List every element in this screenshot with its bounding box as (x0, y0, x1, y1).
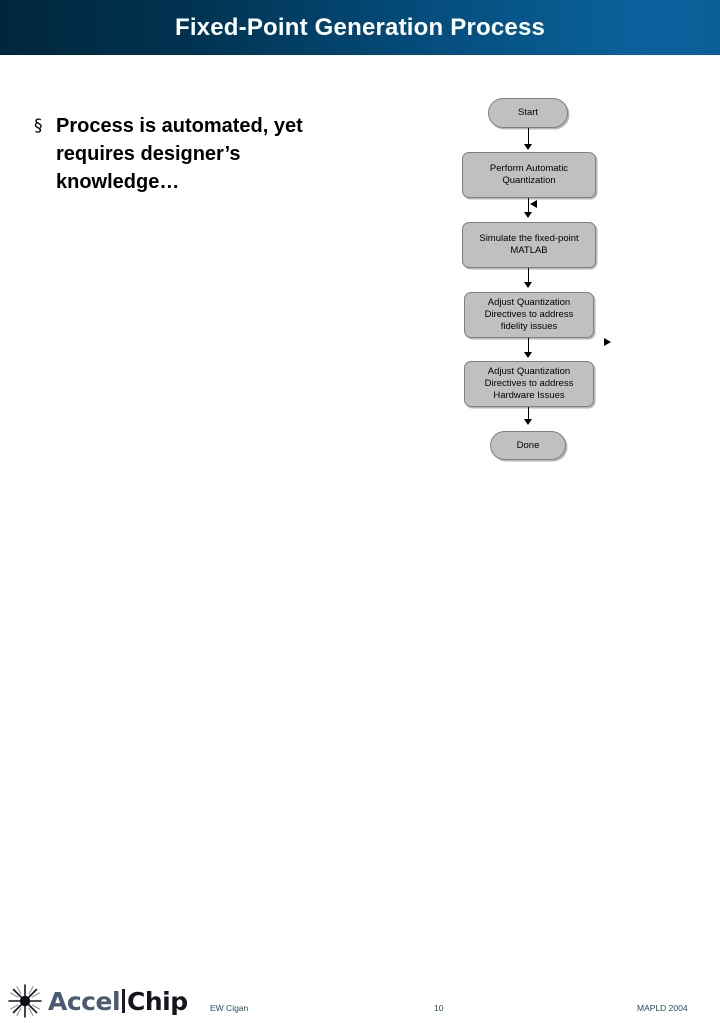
connector-fidelity-to-hardware-arrow-icon (524, 352, 532, 358)
flow-node-quantize-label: Perform Automatic Quantization (489, 163, 569, 186)
logo-word-chip: Chip (127, 987, 188, 1016)
process-flowchart: Start Perform Automatic Quantization Sim… (440, 90, 640, 470)
flow-node-fidelity-label: Adjust Quantization Directives to addres… (484, 297, 574, 332)
bullet-text: Process is automated, yet requires desig… (56, 115, 303, 193)
accelchip-logo: Accel Chip (8, 984, 188, 1018)
flow-node-start: Start (488, 98, 568, 128)
flow-node-hardware-label: Adjust Quantization Directives to addres… (484, 366, 574, 401)
page-title: Fixed-Point Generation Process (174, 14, 546, 41)
connector-fidelity-to-hardware-line (528, 338, 529, 354)
flow-node-done-label: Done (516, 439, 540, 451)
bullet-list: § Process is automated, yet requires des… (34, 112, 404, 196)
connector-simulate-to-fidelity-line (528, 268, 529, 284)
feedback-right-marker-icon (604, 338, 611, 346)
connector-simulate-to-fidelity-arrow-icon (524, 282, 532, 288)
flow-node-simulate-fixed-point-matlab: Simulate the fixed-point MATLAB (462, 222, 596, 268)
flow-node-perform-automatic-quantization: Perform Automatic Quantization (462, 152, 596, 198)
logo-divider (122, 989, 126, 1013)
connector-hardware-to-done-line (528, 407, 529, 421)
footer-event: MAPLD 2004 (637, 1003, 688, 1013)
connector-hardware-to-done-arrow-icon (524, 419, 532, 425)
list-item: § Process is automated, yet requires des… (34, 112, 404, 196)
flow-node-adjust-quantization-hardware: Adjust Quantization Directives to addres… (464, 361, 594, 407)
footer-page-number: 10 (434, 1003, 444, 1013)
logo-word-accel: Accel (48, 987, 121, 1016)
footer-author: EW Cigan (210, 1003, 249, 1013)
connector-start-to-quantize-line (528, 128, 529, 146)
accelchip-wordmark: Accel Chip (48, 986, 188, 1016)
flow-node-simulate-label: Simulate the fixed-point MATLAB (479, 233, 579, 256)
feedback-left-marker-icon (530, 200, 537, 208)
bullet-marker-icon: § (34, 116, 43, 136)
connector-quantize-to-simulate-line (528, 198, 529, 216)
flow-node-adjust-quantization-fidelity: Adjust Quantization Directives to addres… (464, 292, 594, 338)
starburst-icon (8, 984, 42, 1018)
flow-node-start-label: Start (517, 107, 539, 118)
slide-footer: Accel Chip EW Cigan 10 MAPLD 2004 (0, 488, 720, 1018)
slide-title-banner: Fixed-Point Generation Process (0, 0, 720, 55)
connector-quantize-to-simulate-arrow-icon (524, 212, 532, 218)
flow-node-done: Done (490, 431, 566, 460)
connector-start-to-quantize-arrow-icon (524, 144, 532, 150)
